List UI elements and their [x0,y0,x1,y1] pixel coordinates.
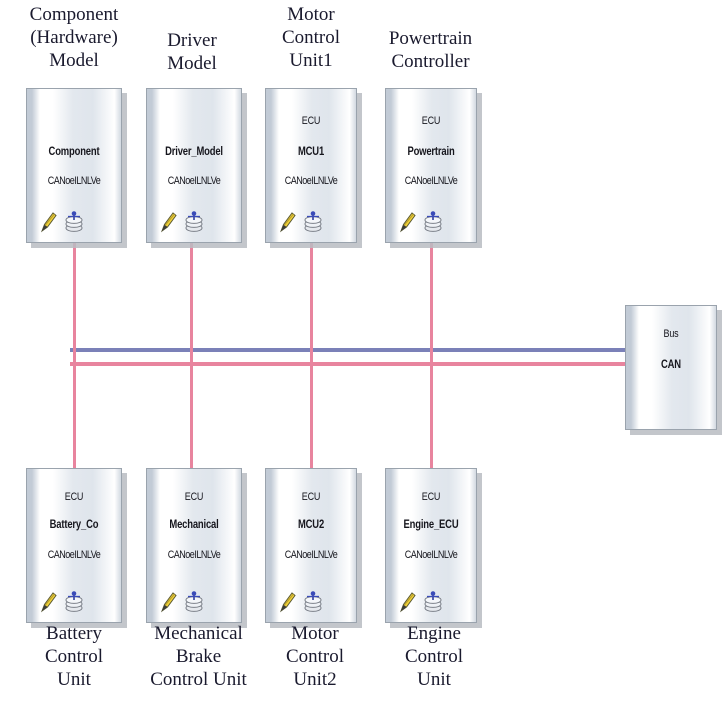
node-icons [277,591,337,613]
pencil-icon [40,592,57,613]
bus-kind: Bus [663,328,679,340]
node-kind: ECU [301,115,321,127]
node-name: Mechanical [169,519,219,531]
network-stack-icon [65,591,83,612]
node-kind: ECU [184,491,204,503]
node-icon-group [399,211,442,233]
caption-motor-control-unit2: Motor Control Unit2 [285,623,345,690]
node-bus-can[interactable]: Bus CAN [625,305,722,435]
network-stack-icon [424,591,442,612]
node-icons [158,211,218,233]
pencil-icon [279,592,296,613]
node-icons [397,211,457,233]
node-icons [38,591,98,613]
node-name: MCU1 [297,146,325,158]
node-mechanical[interactable]: ECU Mechanical CANoeILNLVe [146,468,247,628]
caption-powertrain-controller: Powertrain Controller [388,28,473,72]
node-body[interactable]: Component CANoeILNLVe [26,88,122,243]
node-icon-group [160,211,203,233]
node-name: Component [48,146,100,158]
node-icon-group [279,591,322,613]
node-protocol: CANoeILNLVe [47,549,101,561]
node-component[interactable]: Component CANoeILNLVe [26,88,127,248]
node-kind: ECU [301,491,321,503]
node-icons [277,211,337,233]
node-body[interactable]: ECU MCU1 CANoeILNLVe [265,88,357,243]
network-stack-icon [185,591,203,612]
bus-name: CAN [661,359,681,371]
node-powertrain[interactable]: ECU Powertrain CANoeILNLVe [385,88,482,248]
node-icon-group [40,591,83,613]
node-name: MCU2 [297,519,325,531]
bus-line-lower [70,362,626,366]
pencil-icon [279,212,296,233]
node-body[interactable]: ECU Engine_ECU CANoeILNLVe [385,468,477,623]
network-stack-icon [65,211,83,232]
pencil-icon [399,212,416,233]
node-icon-group [399,591,442,613]
node-icons [158,591,218,613]
connector-bottom-1 [73,348,76,473]
connector-top-2 [190,243,193,368]
node-body[interactable]: ECU Mechanical CANoeILNLVe [146,468,242,623]
node-engine-ecu[interactable]: ECU Engine_ECU CANoeILNLVe [385,468,482,628]
node-name: Engine_ECU [403,519,459,531]
network-stack-icon [424,211,442,232]
node-mcu1[interactable]: ECU MCU1 CANoeILNLVe [265,88,362,248]
connector-top-3 [310,243,313,368]
node-protocol: CANoeILNLVe [404,549,458,561]
node-body[interactable]: ECU Powertrain CANoeILNLVe [385,88,477,243]
node-icon-group [279,211,322,233]
pencil-icon [160,212,177,233]
connector-top-1 [73,243,76,368]
connector-bottom-4 [430,348,433,473]
network-stack-icon [304,591,322,612]
network-stack-icon [304,211,322,232]
network-stack-icon [185,211,203,232]
caption-motor-control-unit1: Motor Control Unit1 [281,4,341,71]
caption-component-hardware-model: Component (Hardware) Model [29,4,119,71]
node-body[interactable]: Bus CAN [625,305,717,430]
pencil-icon [40,212,57,233]
node-icon-group [160,591,203,613]
node-protocol: CANoeILNLVe [47,175,101,187]
node-kind: ECU [64,491,84,503]
connector-bottom-2 [190,348,193,473]
caption-engine-control-unit: Engine Control Unit [404,623,464,690]
node-protocol: CANoeILNLVe [284,175,338,187]
node-body[interactable]: ECU Battery_Co CANoeILNLVe [26,468,122,623]
connector-top-4 [430,243,433,368]
caption-driver-model: Driver Model [167,30,217,74]
node-name: Powertrain [407,146,455,158]
node-name: Battery_Co [49,519,99,531]
caption-battery-control-unit: Battery Control Unit [44,623,104,690]
pencil-icon [399,592,416,613]
node-battery-co[interactable]: ECU Battery_Co CANoeILNLVe [26,468,127,628]
node-protocol: CANoeILNLVe [167,549,221,561]
connector-bottom-3 [310,348,313,473]
node-protocol: CANoeILNLVe [404,175,458,187]
node-body[interactable]: ECU MCU2 CANoeILNLVe [265,468,357,623]
node-driver-model[interactable]: Driver_Model CANoeILNLVe [146,88,247,248]
node-icons [397,591,457,613]
bus-line-upper [70,348,626,352]
node-body[interactable]: Driver_Model CANoeILNLVe [146,88,242,243]
node-icon-group [40,211,83,233]
node-protocol: CANoeILNLVe [167,175,221,187]
node-name: Driver_Model [165,146,223,158]
caption-mechanical-brake-control-unit: Mechanical Brake Control Unit [150,623,247,690]
node-icons [38,211,98,233]
node-kind: ECU [421,115,441,127]
pencil-icon [160,592,177,613]
node-protocol: CANoeILNLVe [284,549,338,561]
node-kind: ECU [421,491,441,503]
node-mcu2[interactable]: ECU MCU2 CANoeILNLVe [265,468,362,628]
